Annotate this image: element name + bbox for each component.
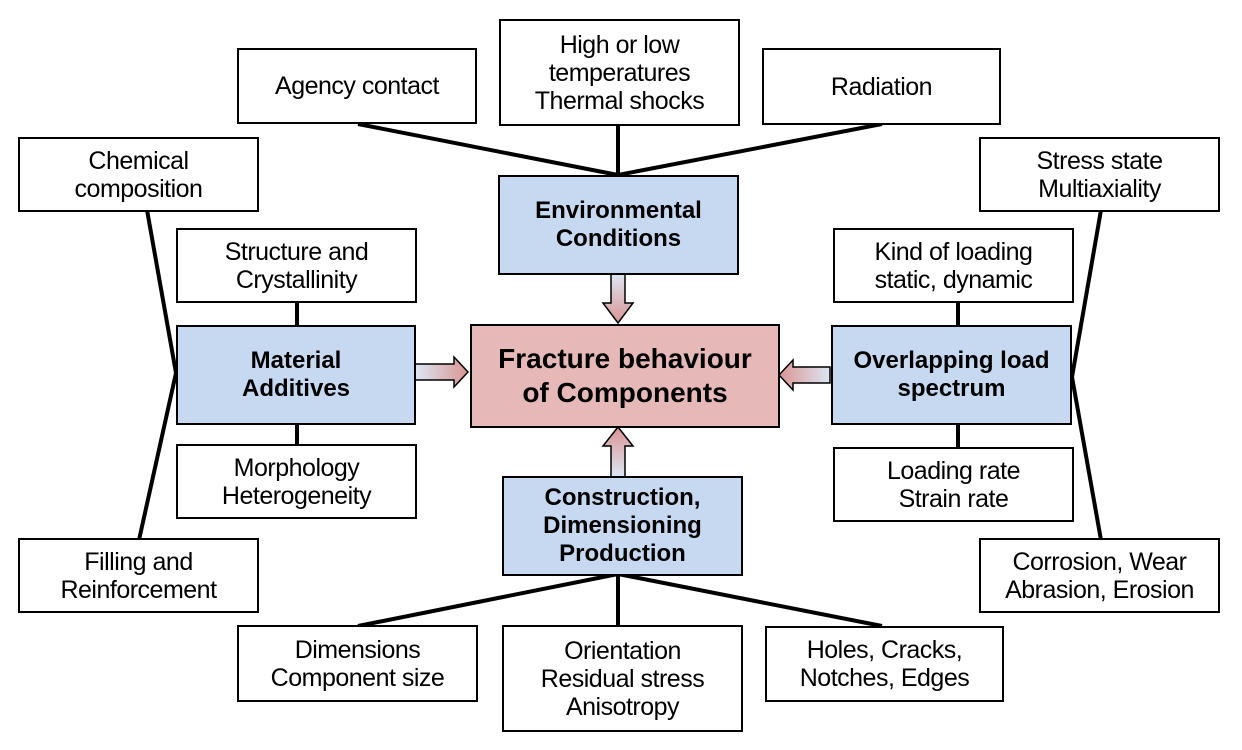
connector-agency — [357, 122, 619, 177]
factor-radiation: Radiation — [762, 48, 1001, 125]
factor-dimensions: Dimensions Component size — [237, 625, 478, 702]
connector-chemical — [145, 209, 178, 374]
arrow-material-to-center — [414, 355, 470, 389]
category-environmental-conditions: Environmental Conditions — [498, 175, 739, 275]
connector-stress — [1070, 209, 1103, 378]
factor-holes-cracks: Holes, Cracks, Notches, Edges — [765, 626, 1004, 702]
connector-dimensions — [357, 572, 619, 628]
category-construction-dimensioning-production: Construction, Dimensioning Production — [502, 476, 743, 576]
center-node-fracture-behaviour: Fracture behaviour of Components — [470, 324, 780, 428]
factor-orientation: Orientation Residual stress Anisotropy — [502, 625, 743, 732]
factor-filling-reinforcement: Filling and Reinforcement — [18, 538, 259, 613]
connector-corrosion — [1070, 376, 1103, 541]
factor-temperatures: High or low temperatures Thermal shocks — [499, 19, 740, 126]
factor-loading-rate: Loading rate Strain rate — [833, 447, 1074, 522]
factor-kind-of-loading: Kind of loading static, dynamic — [833, 228, 1074, 303]
factor-agency-contact: Agency contact — [237, 48, 477, 124]
category-material-additives: Material Additives — [176, 325, 416, 425]
factor-corrosion-wear: Corrosion, Wear Abrasion, Erosion — [979, 538, 1220, 613]
connector-radiation — [617, 122, 883, 177]
arrow-load-to-center — [777, 358, 831, 392]
factor-stress-state: Stress state Multiaxiality — [979, 137, 1220, 212]
connector-filling — [137, 372, 178, 541]
category-overlapping-load-spectrum: Overlapping load spectrum — [831, 325, 1072, 425]
connector-holes — [617, 572, 883, 628]
arrow-environmental-to-center — [601, 273, 635, 325]
factor-morphology-heterogeneity: Morphology Heterogeneity — [176, 444, 417, 519]
arrow-construction-to-center — [601, 425, 635, 478]
factor-chemical-composition: Chemical composition — [18, 137, 259, 212]
factor-structure-crystallinity: Structure and Crystallinity — [176, 228, 417, 303]
